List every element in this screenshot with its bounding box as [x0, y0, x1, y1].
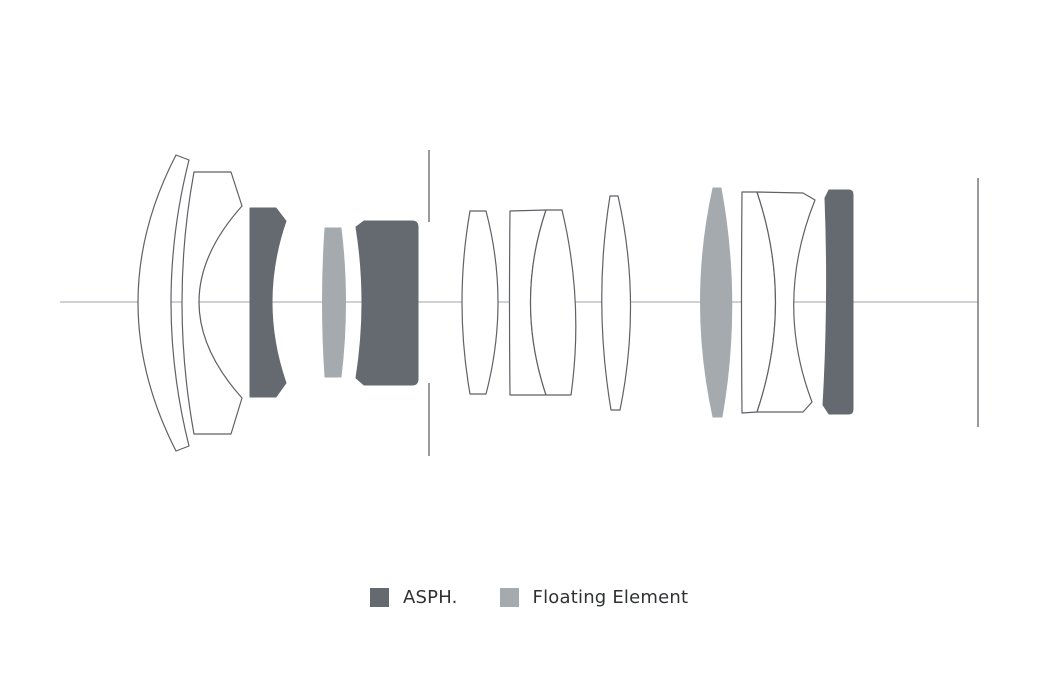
- legend-label-asph: ASPH.: [403, 586, 458, 608]
- lens-element-4-floating: [322, 227, 346, 378]
- lens-element-8: [529, 209, 577, 396]
- lens-element-2: [181, 171, 243, 435]
- lens-element-12: [756, 191, 816, 413]
- lens-element-10-floating: [700, 187, 733, 418]
- lens-element-6: [461, 210, 499, 395]
- lens-element-1: [137, 154, 190, 452]
- legend: ASPH. Floating Element: [370, 585, 730, 609]
- legend-item-floating: Floating Element: [499, 586, 689, 608]
- lens-element-13-asph: [822, 189, 854, 415]
- legend-item-asph: ASPH.: [370, 587, 458, 608]
- legend-swatch-asph: [370, 587, 389, 607]
- legend-label-floating: Floating Element: [532, 586, 689, 608]
- legend-swatch-floating: [499, 587, 519, 607]
- lens-element-9: [601, 195, 632, 411]
- lens-element-3-asph: [249, 207, 287, 398]
- lens-element-5-asph: [355, 220, 419, 386]
